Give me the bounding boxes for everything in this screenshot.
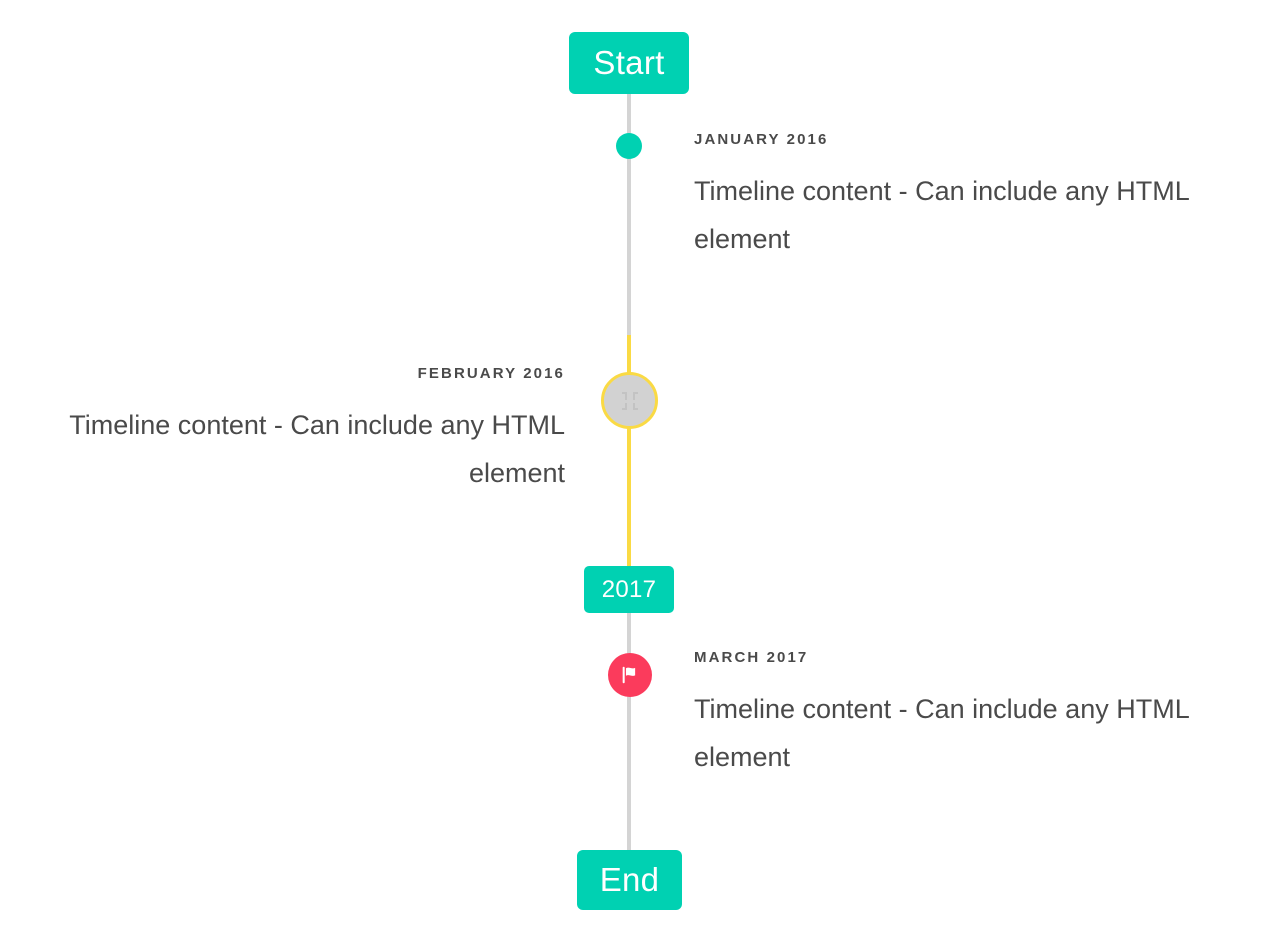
timeline-entry-date: JANUARY 2016 [694, 131, 829, 148]
timeline-year-divider[interactable]: 2017 [584, 566, 674, 613]
timeline-rail-upper [627, 94, 631, 335]
timeline-end-badge[interactable]: End [577, 850, 682, 910]
timeline-entry-date: FEBRUARY 2016 [417, 365, 565, 382]
flag-glyph [622, 666, 636, 684]
timeline-entry-january: JANUARY 2016 Timeline content - Can incl… [694, 131, 1218, 263]
dot-green-icon[interactable] [616, 133, 642, 159]
timeline-entry-february: FEBRUARY 2016 Timeline content - Can inc… [40, 365, 565, 497]
broken-image-icon[interactable] [601, 372, 658, 429]
timeline-start-badge[interactable]: Start [569, 32, 689, 94]
timeline-entry-march: MARCH 2017 Timeline content - Can includ… [694, 649, 1218, 781]
timeline-entry-body: Timeline content - Can include any HTML … [694, 176, 1189, 255]
timeline-entry-body: Timeline content - Can include any HTML … [694, 694, 1189, 773]
broken-image-glyph [621, 391, 638, 410]
flag-icon[interactable] [608, 653, 652, 697]
timeline-rail-highlight [627, 335, 631, 566]
timeline-entry-date: MARCH 2017 [694, 649, 809, 666]
timeline-rail-lower [627, 613, 631, 850]
timeline-entry-body: Timeline content - Can include any HTML … [69, 410, 565, 489]
